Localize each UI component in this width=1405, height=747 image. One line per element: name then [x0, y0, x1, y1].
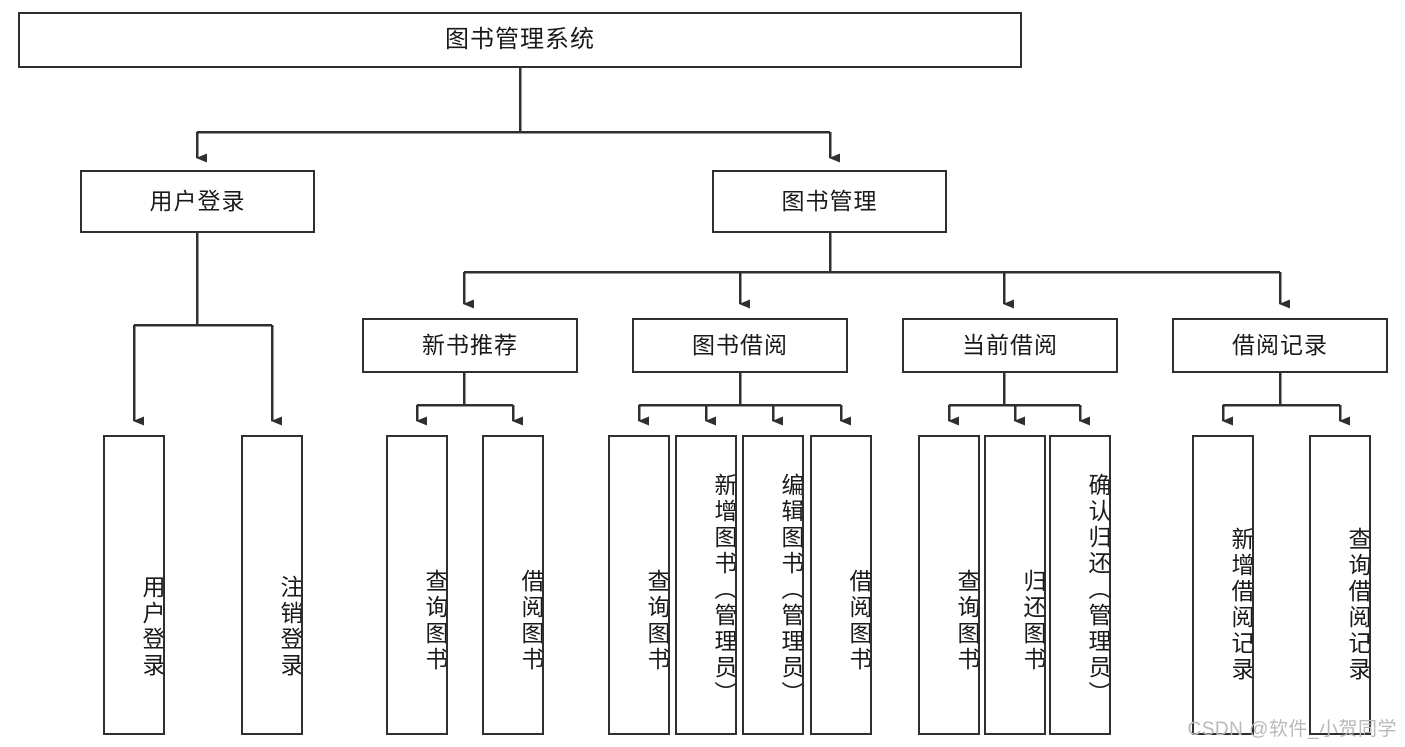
leaf-borrow-book-recommendation[interactable]: 借阅图书 [482, 435, 544, 735]
leaf-query-borrow-record[interactable]: 查询借阅记录 [1309, 435, 1371, 735]
node-label: 查询图书 [954, 569, 980, 673]
leaf-add-book-admin[interactable]: 新增图书（管理员） [675, 435, 737, 735]
node-label: 归还图书 [1020, 569, 1046, 673]
node-label: 借阅记录 [1232, 331, 1328, 358]
leaf-borrow-book-borrowing[interactable]: 借阅图书 [810, 435, 872, 735]
node-label: 借阅图书 [846, 569, 872, 673]
node-label: 编辑图书（管理员） [778, 473, 804, 707]
node-label: 图书借阅 [692, 331, 788, 358]
node-label: 新书推荐 [422, 331, 518, 358]
node-book-management[interactable]: 图书管理 [712, 170, 947, 233]
node-user-login[interactable]: 用户登录 [80, 170, 315, 233]
leaf-edit-book-admin[interactable]: 编辑图书（管理员） [742, 435, 804, 735]
node-current-borrowing[interactable]: 当前借阅 [902, 318, 1118, 373]
node-label: 借阅图书 [518, 569, 544, 673]
node-label: 图书管理系统 [445, 25, 595, 53]
node-label: 查询图书 [422, 569, 448, 673]
node-root-book-management-system[interactable]: 图书管理系统 [18, 12, 1022, 68]
node-label: 用户登录 [149, 187, 246, 214]
leaf-return-book[interactable]: 归还图书 [984, 435, 1046, 735]
leaf-confirm-return-admin[interactable]: 确认归还（管理员） [1049, 435, 1111, 735]
node-book-borrowing[interactable]: 图书借阅 [632, 318, 848, 373]
node-label: 注销登录 [277, 575, 303, 679]
node-label: 新增图书（管理员） [711, 473, 737, 707]
node-label: 图书管理 [781, 187, 878, 214]
leaf-add-borrow-record[interactable]: 新增借阅记录 [1192, 435, 1254, 735]
leaf-query-book-recommendation[interactable]: 查询图书 [386, 435, 448, 735]
node-borrowing-record[interactable]: 借阅记录 [1172, 318, 1388, 373]
leaf-query-book-borrowing[interactable]: 查询图书 [608, 435, 670, 735]
node-label: 当前借阅 [962, 331, 1058, 358]
leaf-logout-login[interactable]: 注销登录 [241, 435, 303, 735]
node-label: 新增借阅记录 [1228, 527, 1254, 683]
leaf-user-login[interactable]: 用户登录 [103, 435, 165, 735]
node-label: 查询借阅记录 [1345, 527, 1371, 683]
node-label: 查询图书 [644, 569, 670, 673]
node-label: 确认归还（管理员） [1085, 473, 1111, 707]
leaf-query-book-current[interactable]: 查询图书 [918, 435, 980, 735]
node-new-book-recommendation[interactable]: 新书推荐 [362, 318, 578, 373]
node-label: 用户登录 [139, 575, 165, 679]
